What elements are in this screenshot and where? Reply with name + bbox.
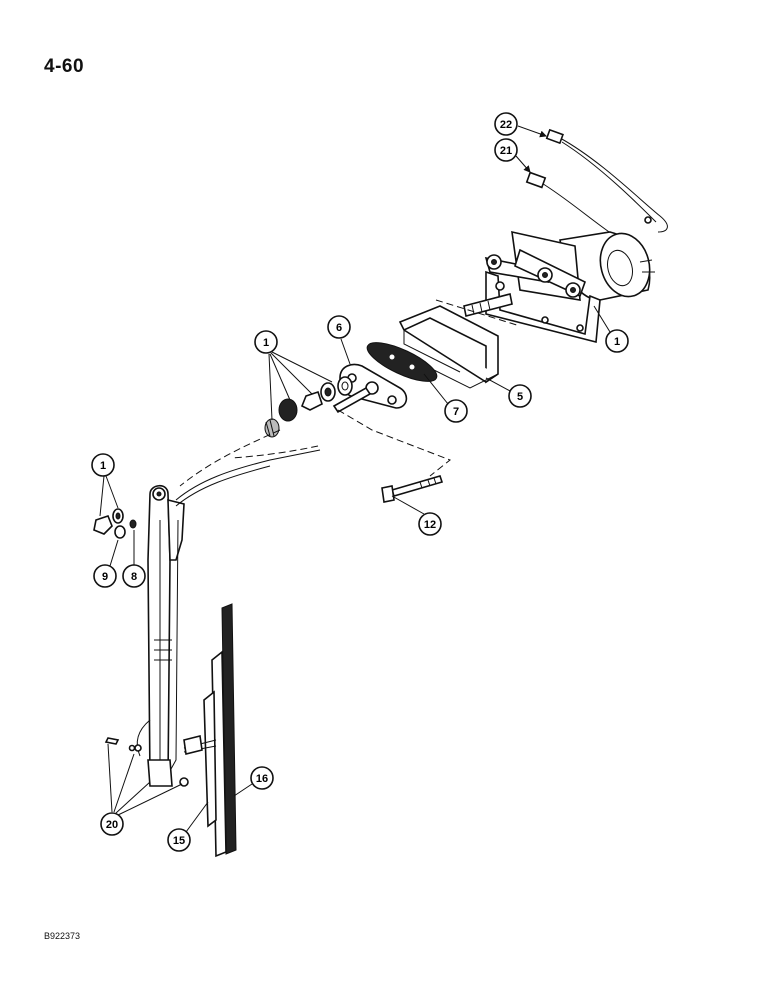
callout-7: 7 (423, 373, 468, 423)
svg-text:9: 9 (102, 571, 108, 583)
wiring-harness (525, 128, 668, 247)
page-number: 4-60 (44, 56, 85, 77)
figure-code: B922373 (44, 931, 81, 941)
wiper-blade (183, 603, 237, 858)
svg-text:22: 22 (500, 119, 512, 131)
mounting-bolt (381, 475, 444, 503)
spacer-bracket (398, 305, 499, 389)
svg-text:21: 21 (500, 145, 512, 157)
callout-12: 12 (391, 495, 442, 536)
wiper-arm (104, 449, 321, 787)
callout-16: 16 (233, 766, 274, 797)
svg-text:7: 7 (453, 406, 459, 418)
shaft-hardware (264, 376, 353, 438)
svg-text:15: 15 (173, 835, 185, 847)
svg-text:6: 6 (336, 322, 342, 334)
callout-15: 15 (167, 801, 209, 852)
callout-20: 20 (100, 743, 183, 836)
svg-text:8: 8 (131, 571, 137, 583)
callout-6: 6 (327, 315, 351, 365)
callout-1-shaft: 1 (254, 330, 333, 421)
callout-22: 22 (494, 112, 547, 138)
wiper-motor-assembly (463, 230, 655, 344)
callout-21: 21 (494, 138, 531, 173)
svg-text:12: 12 (424, 519, 436, 531)
callout-8: 8 (122, 530, 146, 588)
mounting-plate (332, 363, 408, 414)
arm-fasteners (93, 508, 137, 539)
svg-text:16: 16 (256, 773, 268, 785)
gasket (366, 342, 438, 382)
connector-21 (525, 171, 547, 189)
svg-text:1: 1 (263, 337, 269, 349)
svg-text:1: 1 (614, 336, 620, 348)
callout-9: 9 (93, 539, 119, 588)
svg-text:5: 5 (517, 391, 523, 403)
connector-22 (545, 128, 564, 145)
assembly-lines (179, 299, 521, 487)
callouts: 22 21 1 6 5 (91, 112, 629, 852)
svg-text:20: 20 (106, 819, 118, 831)
callout-5: 5 (485, 377, 532, 408)
callout-1-motor: 1 (593, 305, 629, 353)
svg-text:1: 1 (100, 460, 106, 472)
callout-1-nut: 1 (91, 453, 119, 517)
